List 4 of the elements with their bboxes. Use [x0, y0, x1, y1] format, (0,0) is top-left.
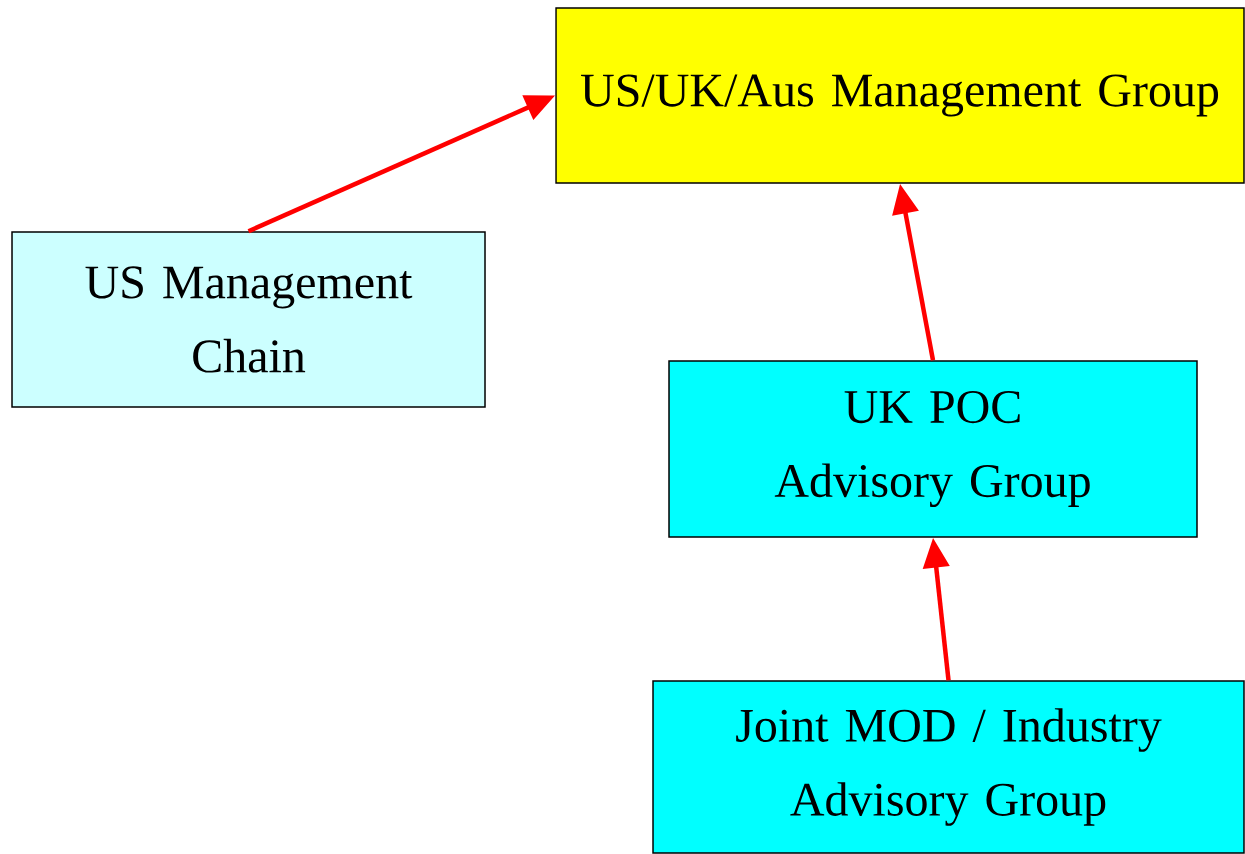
group-box: Joint MOD / Industry Advisory Group: [652, 680, 1245, 854]
group-box: UK POC Advisory Group: [668, 360, 1198, 538]
group-box: US Management Chain: [11, 231, 486, 408]
group-box: US/UK/Aus Management Group: [555, 7, 1245, 184]
